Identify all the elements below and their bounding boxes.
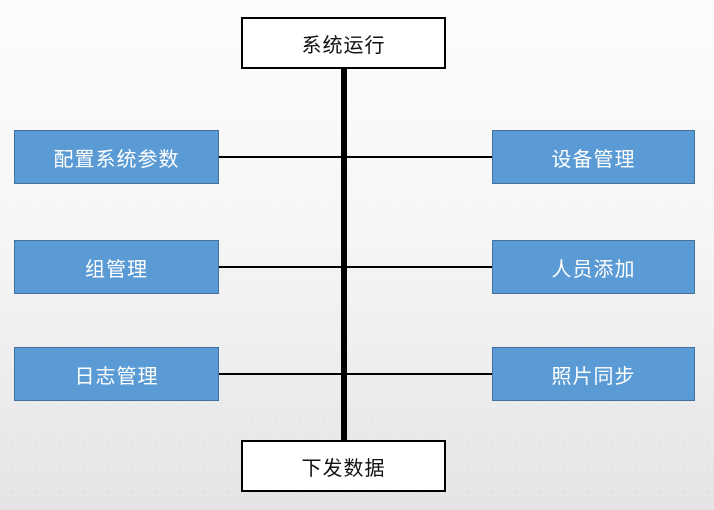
- connector-row-1: [219, 156, 492, 158]
- node-system-run-label: 系统运行: [301, 34, 386, 57]
- connector-row-2: [219, 266, 492, 268]
- node-group-management: 组管理: [14, 240, 219, 294]
- connector-row-3: [219, 373, 492, 375]
- node-send-data: 下发数据: [241, 440, 446, 492]
- node-photo-sync-label: 照片同步: [551, 365, 636, 388]
- node-configure-system-params-label: 配置系统参数: [53, 148, 180, 171]
- node-photo-sync: 照片同步: [492, 347, 695, 401]
- node-device-management: 设备管理: [492, 130, 695, 184]
- spine-line: [341, 69, 347, 440]
- node-add-personnel-label: 人员添加: [551, 258, 636, 281]
- node-device-management-label: 设备管理: [551, 148, 636, 171]
- node-log-management: 日志管理: [14, 347, 219, 401]
- node-system-run: 系统运行: [241, 17, 446, 69]
- node-send-data-label: 下发数据: [301, 457, 386, 480]
- node-add-personnel: 人员添加: [492, 240, 695, 294]
- node-log-management-label: 日志管理: [74, 365, 159, 388]
- node-group-management-label: 组管理: [85, 258, 148, 281]
- node-configure-system-params: 配置系统参数: [14, 130, 219, 184]
